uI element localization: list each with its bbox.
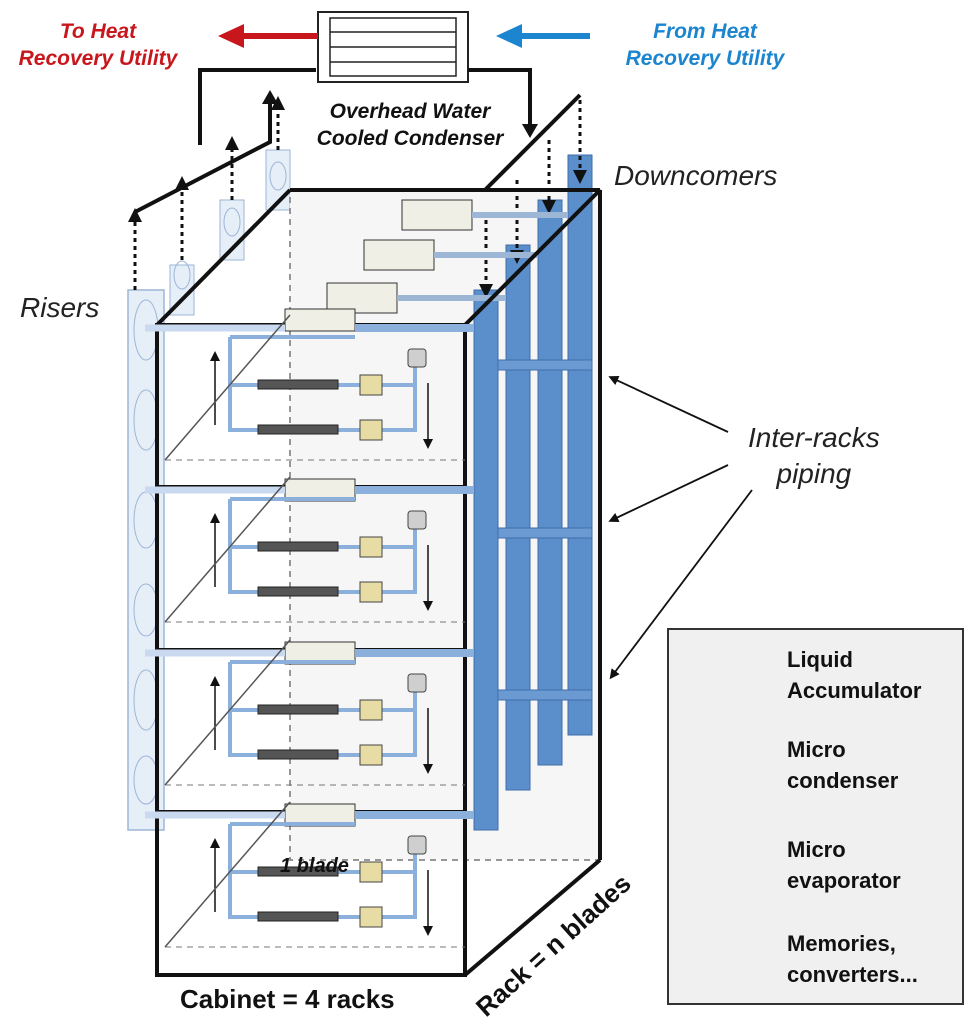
rack-memory: [257, 866, 339, 877]
liquid-return: [468, 68, 582, 207]
one-blade-label: 1 blade: [280, 855, 349, 877]
rack-memory: [257, 424, 339, 435]
rack-memory: [257, 749, 339, 760]
inter-racks-pointers: [608, 375, 753, 680]
rack-memory: [257, 586, 339, 597]
rack-evaporator: [359, 536, 383, 558]
cabinet-label: Cabinet = 4 racks: [180, 984, 395, 1014]
rack-memory: [257, 911, 339, 922]
overhead-condenser-label: Overhead Water Cooled Condenser: [300, 98, 520, 152]
legend: Liquid Accumulator Micro condenser Micro…: [667, 628, 964, 1005]
from-heat-recovery-label: From Heat Recovery Utility: [610, 18, 800, 72]
legend-micro-condenser-label: Micro condenser: [787, 737, 899, 793]
rack-memory: [257, 541, 339, 552]
from-heat-text: From Heat Recovery Utility: [625, 20, 785, 70]
rack-diagonal: [164, 476, 291, 623]
racks: [145, 308, 474, 948]
legend-memories-converters-label: Memories, converters...: [787, 931, 918, 987]
overhead-text: Overhead Water Cooled Condenser: [316, 100, 504, 150]
to-heat-arrow: [218, 24, 318, 48]
rack-evaporator: [359, 374, 383, 396]
top-micro-condensers: [326, 199, 568, 314]
rack-accumulator: [407, 510, 427, 530]
rack-memory: [257, 704, 339, 715]
rack-evaporator: [359, 581, 383, 603]
rack-accumulator: [407, 348, 427, 368]
risers-label: Risers: [20, 292, 100, 323]
rack-diagonal: [164, 801, 291, 948]
rack-diagonal: [164, 314, 291, 461]
legend-liquid-accumulator-label: Liquid Accumulator: [787, 647, 922, 703]
overhead-condenser: [317, 11, 469, 83]
to-heat-recovery-label: To Heat Recovery Utility: [4, 18, 192, 72]
rack-evaporator: [359, 699, 383, 721]
rack-memory: [257, 379, 339, 390]
riser-arrows: [128, 96, 285, 290]
inter-racks-piping: [497, 359, 593, 701]
rack-evaporator: [359, 744, 383, 766]
rack-evaporator: [359, 861, 383, 883]
rack-evaporator: [359, 419, 383, 441]
rack-evaporator: [359, 906, 383, 928]
from-heat-arrow: [496, 24, 590, 48]
rack-diagonal: [164, 639, 291, 786]
legend-micro-evaporator-label: Micro evaporator: [787, 837, 901, 893]
rack-accumulator: [407, 673, 427, 693]
inter-racks-label: Inter-racks piping: [748, 422, 880, 489]
to-heat-text: To Heat Recovery Utility: [18, 20, 178, 70]
downcomers-label: Downcomers: [614, 160, 778, 191]
rack-accumulator: [407, 835, 427, 855]
rack-micro-condenser: [284, 308, 356, 332]
